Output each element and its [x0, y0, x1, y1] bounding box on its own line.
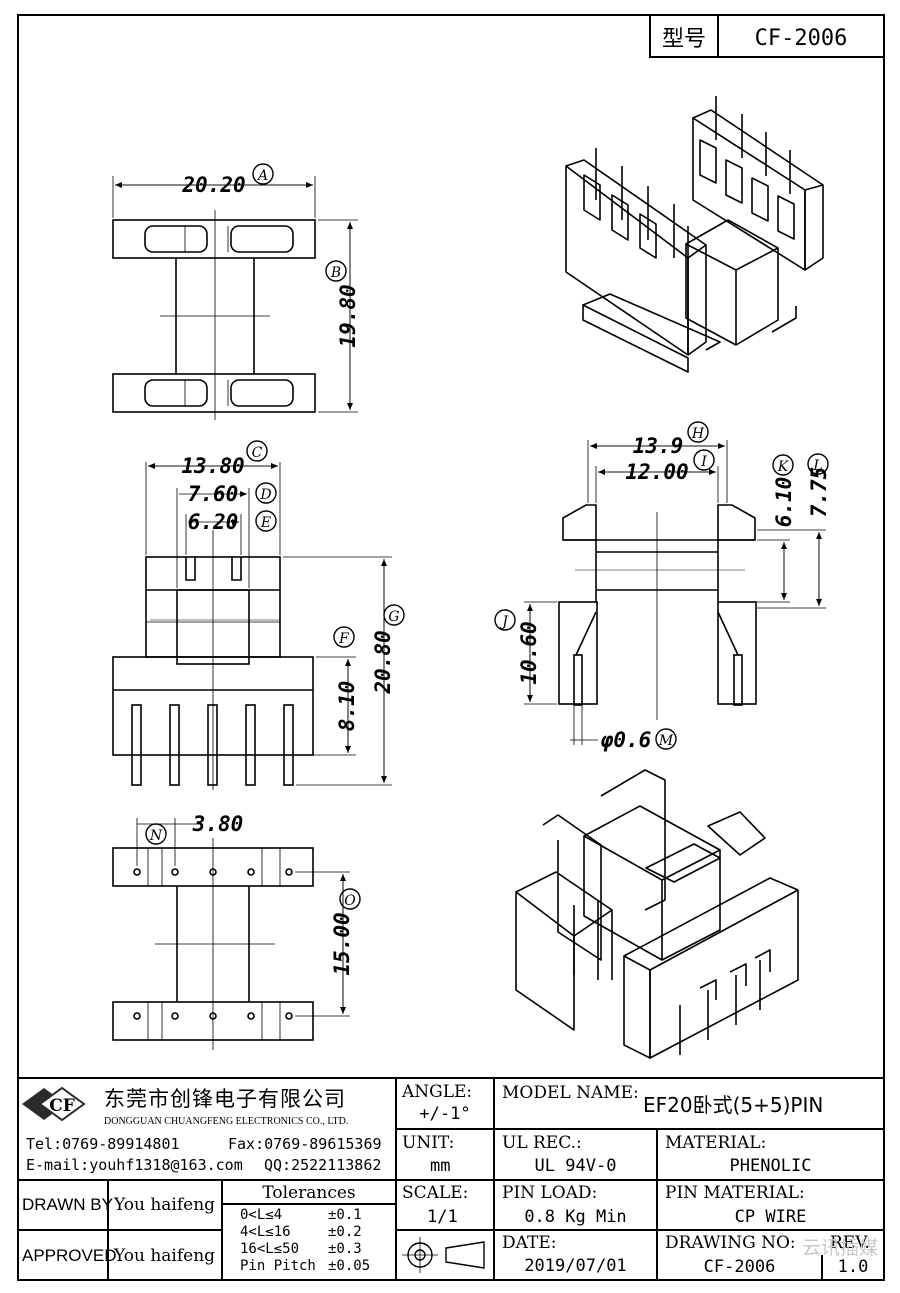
dim-F-marker: F — [338, 631, 350, 647]
front-view — [112, 462, 392, 790]
dim-A: 20.20 A — [181, 163, 274, 197]
isometric-view-bottom — [515, 769, 799, 1059]
dim-A-value: 20.20 — [181, 173, 245, 197]
dim-C: 13.80 C — [181, 440, 268, 478]
dim-H-marker: H — [691, 426, 705, 442]
top-view — [112, 176, 358, 420]
dim-B: 19.80 B — [325, 260, 360, 348]
header-model-label: 型号 — [662, 27, 706, 52]
company-logo-text: CF — [49, 1096, 75, 1116]
dim-H: 13.9 H — [633, 421, 709, 458]
dim-N-marker: N — [149, 828, 163, 844]
dim-I-value: 12.00 — [625, 460, 688, 484]
header-model-value: CF-2006 — [755, 26, 848, 51]
dim-A-marker: A — [256, 168, 268, 184]
dim-I: 12.00 I — [625, 449, 715, 484]
dim-D: 7.60 D — [188, 482, 277, 506]
dim-E-marker: E — [260, 515, 271, 531]
dim-J-value: 10.60 — [517, 621, 541, 684]
dim-J-marker: J — [499, 614, 509, 630]
side-view — [524, 440, 826, 745]
dim-K-value: 6.10 — [772, 477, 796, 528]
dim-L: 7.75 L — [807, 453, 831, 518]
header-model-box: 型号 CF-2006 — [649, 14, 885, 58]
dim-G-marker: G — [388, 609, 399, 625]
dim-I-marker: I — [700, 454, 707, 470]
dim-E-value: 6.20 — [188, 510, 239, 534]
dim-C-value: 13.80 — [181, 454, 244, 478]
dim-N: 3.80 N — [145, 812, 244, 845]
dim-B-marker: B — [330, 265, 341, 281]
dim-M-marker: M — [658, 733, 674, 749]
title-block — [18, 1077, 884, 1280]
dim-H-value: 13.9 — [633, 434, 684, 458]
dim-O-value: 15.00 — [330, 912, 354, 975]
dim-D-value: 7.60 — [188, 482, 239, 506]
dim-K: 6.10 K — [772, 454, 796, 528]
dim-D-marker: D — [259, 487, 271, 503]
dim-F: 8.10 F — [333, 626, 359, 732]
dim-G-value: 20.80 — [371, 630, 395, 694]
projection-symbol — [402, 1237, 485, 1273]
dim-M: φ0.6 M — [600, 728, 677, 752]
isometric-view-top — [565, 96, 824, 373]
dim-L-marker: L — [812, 458, 822, 474]
dim-E: 6.20 E — [188, 510, 277, 534]
dim-O: 15.00 O — [330, 888, 361, 976]
dim-K-marker: K — [777, 459, 790, 475]
dim-G: 20.80 G — [371, 604, 405, 695]
dim-N-value: 3.80 — [192, 812, 244, 836]
dim-M-value: φ0.6 — [600, 728, 652, 752]
dim-C-marker: C — [252, 445, 263, 461]
dim-L-value: 7.75 — [807, 467, 831, 518]
dim-J: 10.60 J — [494, 609, 541, 685]
company-logo: CF — [22, 1086, 86, 1122]
dim-B-value: 19.80 — [336, 284, 360, 347]
bottom-view — [112, 818, 350, 1050]
dim-F-value: 8.10 — [335, 681, 359, 732]
dim-O-marker: O — [344, 893, 356, 909]
sheet-border — [17, 14, 885, 1281]
